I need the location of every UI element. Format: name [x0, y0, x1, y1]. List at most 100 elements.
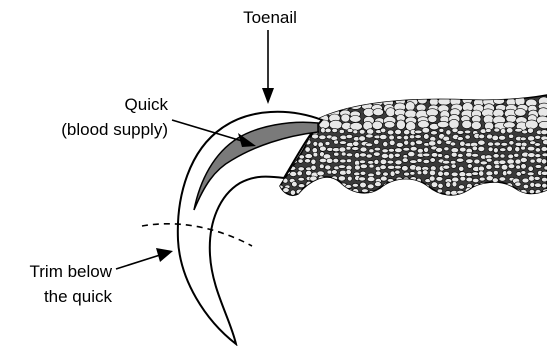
skin-cell — [318, 98, 330, 105]
skin-cell — [521, 146, 526, 150]
skin-cell — [460, 176, 466, 181]
skin-cell — [492, 195, 499, 199]
skin-cell — [436, 177, 443, 182]
skin-cell — [367, 129, 374, 135]
skin-cell — [444, 196, 449, 201]
skin-cell — [404, 195, 409, 200]
skin-cell — [462, 120, 472, 128]
quick-label: Quick — [60, 95, 168, 115]
skin-cell — [338, 176, 345, 181]
skin-cell — [374, 159, 379, 164]
skin-cell — [387, 188, 393, 193]
skin-cell — [375, 182, 382, 187]
skin-cell — [304, 190, 311, 195]
skin-cell — [387, 179, 393, 183]
skin-cell — [460, 141, 466, 146]
skin-cell — [354, 153, 359, 158]
skin-cell — [423, 153, 430, 157]
skin-cell — [339, 130, 344, 134]
skin-cell — [451, 196, 456, 201]
skin-cell — [369, 164, 374, 168]
skin-cell — [332, 190, 337, 194]
skin-cell — [494, 128, 500, 132]
skin-cell — [457, 130, 464, 134]
skin-cell — [506, 115, 517, 122]
skin-cell — [354, 172, 360, 176]
skin-cell — [514, 153, 519, 157]
skin-cell — [375, 171, 381, 176]
skin-cell — [341, 152, 346, 156]
skin-cell — [506, 128, 513, 133]
skin-cell — [495, 190, 500, 194]
skin-cell — [366, 134, 374, 138]
skin-cell — [366, 143, 373, 147]
skin-cell — [347, 196, 353, 201]
skin-cell — [416, 140, 423, 145]
skin-cell — [535, 148, 540, 152]
skin-cell — [486, 189, 492, 194]
skin-cell — [515, 128, 523, 132]
skin-cell — [535, 154, 541, 158]
skin-cell — [346, 134, 353, 138]
skin-cell — [383, 142, 388, 147]
skin-cell — [368, 196, 373, 200]
skin-cell — [325, 182, 330, 187]
skin-cell — [324, 196, 331, 201]
skin-cell — [395, 195, 402, 199]
skin-cell — [325, 142, 330, 146]
skin-cell — [515, 109, 526, 117]
skin-cell — [464, 130, 471, 134]
skin-cell — [509, 134, 514, 138]
skin-cell — [396, 142, 403, 147]
skin-cell — [334, 152, 339, 156]
skin-cell — [284, 197, 289, 201]
skin-cell — [273, 97, 284, 105]
skin-cell — [530, 182, 535, 187]
skin-cell — [460, 147, 467, 152]
skin-cell — [507, 159, 514, 164]
skin-cell — [423, 159, 430, 163]
skin-cell — [404, 140, 409, 145]
skin-cell — [355, 165, 361, 170]
skin-cell — [415, 183, 421, 188]
skin-cell — [388, 148, 394, 152]
skin-cell — [479, 171, 484, 176]
skin-cell — [444, 155, 450, 159]
skin-cell — [329, 120, 342, 129]
skin-cell — [417, 148, 423, 153]
skin-cell — [541, 147, 547, 152]
skin-cell — [405, 110, 417, 118]
skin-cell — [339, 188, 344, 193]
skin-cell — [363, 108, 374, 116]
skin-cell — [509, 141, 514, 145]
skin-cell — [394, 166, 401, 170]
skin-cell — [417, 158, 422, 162]
skin-cell — [383, 172, 389, 176]
skin-cell — [389, 140, 395, 145]
skin-cell — [319, 102, 330, 111]
skin-cell — [450, 142, 456, 146]
skin-cell — [317, 171, 324, 176]
skin-cell — [346, 146, 351, 150]
skin-cell — [528, 153, 536, 158]
skin-cell — [298, 159, 303, 163]
skin-cell — [380, 165, 386, 170]
skin-cell — [415, 130, 423, 134]
skin-cell — [529, 190, 534, 194]
skin-cell — [387, 165, 395, 169]
skin-cell — [353, 141, 359, 146]
skin-cell — [305, 147, 310, 152]
skin-cell — [384, 121, 395, 128]
skin-cell — [415, 135, 422, 139]
skin-cell — [445, 191, 451, 196]
skin-cell — [527, 146, 535, 151]
skin-cell — [472, 146, 477, 151]
skin-cell — [438, 171, 444, 176]
skin-cell — [438, 183, 443, 188]
skin-cell — [528, 166, 533, 171]
skin-cell — [494, 142, 501, 146]
skin-cell — [415, 166, 421, 171]
skin-cell — [417, 171, 422, 175]
skin-cell — [418, 121, 430, 129]
skin-cell — [457, 137, 463, 141]
